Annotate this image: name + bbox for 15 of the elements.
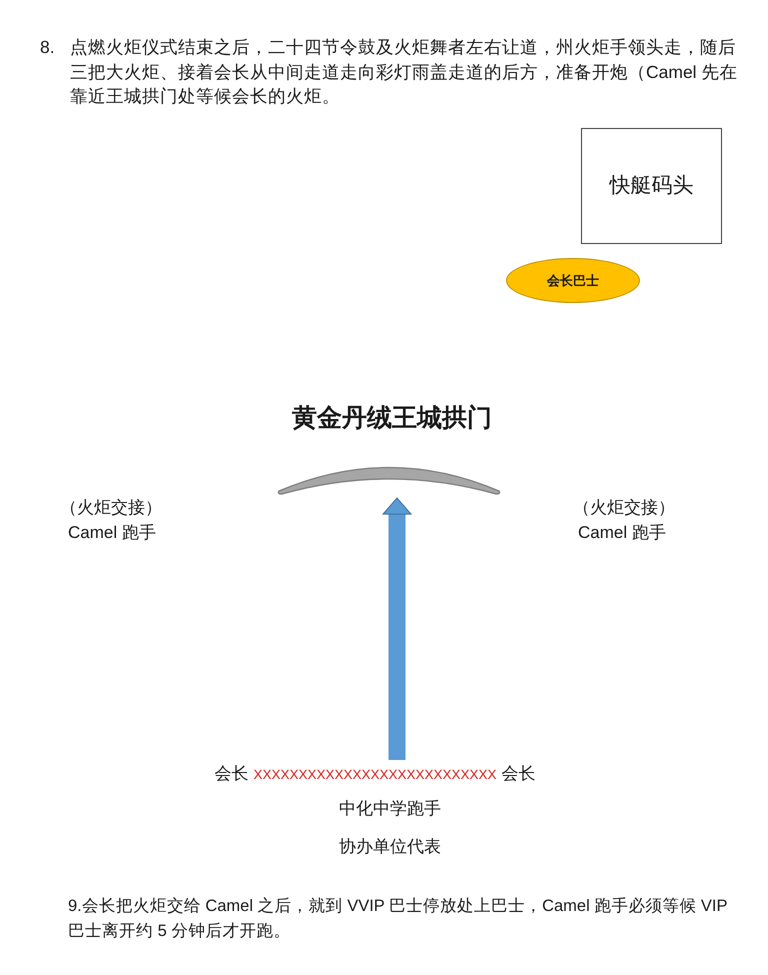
- gate-arch: [278, 466, 500, 495]
- arrow: [382, 498, 412, 760]
- list-number: 8.: [40, 36, 55, 59]
- runner-label: 中化中学跑手: [339, 798, 441, 820]
- procession-line: 会长 XXXXXXXXXXXXXXXXXXXXXXXXXXX 会长: [214, 762, 536, 788]
- paragraph-text: 点燃火炬仪式结束之后，二十四节令鼓及火炬舞者左右让道，州火炬手领头走，随后三把大火炬、接着会长从中间走道走向彩灯雨盖走道的后方，准备开炮（Camel 先在靠近王城拱门处等候会长的火炬。: [70, 36, 738, 108]
- runner-label: Camel 跑手: [578, 522, 666, 544]
- gate-title: 黄金丹绒王城拱门: [292, 403, 492, 434]
- representative-label: 协办单位代表: [339, 836, 441, 858]
- runner-label: Camel 跑手: [68, 522, 156, 544]
- handover-note: （火炬交接）: [573, 497, 675, 519]
- bus-ellipse: 会长巴士: [506, 258, 640, 303]
- handover-note: （火炬交接）: [60, 497, 162, 519]
- location-box: 快艇码头: [581, 128, 722, 244]
- paragraph-text: 9.会长把火炬交给 Camel 之后，就到 VVIP 巴士停放处上巴士，Camel 跑手必须等候 VIP 巴士离开约 5 分钟后才开跑。: [68, 896, 728, 942]
